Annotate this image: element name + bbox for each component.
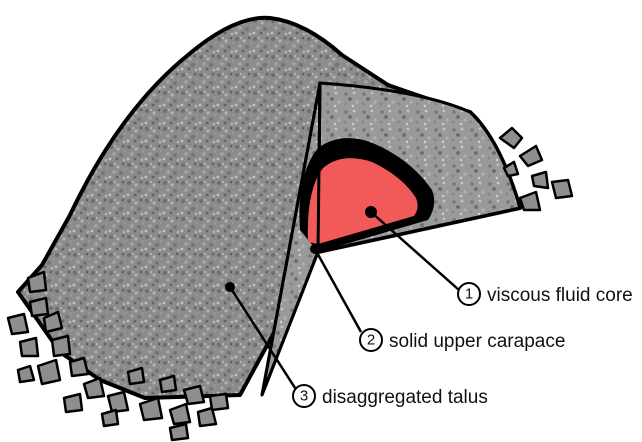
pointer-dot-3 xyxy=(225,282,235,292)
callout-1: 1 viscous fluid core xyxy=(458,283,633,306)
callout-label-solid-upper-carapace: solid upper carapace xyxy=(389,331,565,352)
callout-label-disaggregated-talus: disaggregated talus xyxy=(322,387,488,408)
pointer-dot-1 xyxy=(365,206,377,218)
callout-2: 2 solid upper carapace xyxy=(360,329,565,352)
callout-number: 1 xyxy=(465,286,473,303)
leader-line-2 xyxy=(315,249,361,332)
callout-label-viscous-fluid-core: viscous fluid core xyxy=(487,285,633,306)
callout-number: 3 xyxy=(300,388,308,405)
callout-3: 3 disaggregated talus xyxy=(293,385,488,408)
callout-number: 2 xyxy=(367,332,375,349)
pointer-dot-2 xyxy=(310,244,320,254)
